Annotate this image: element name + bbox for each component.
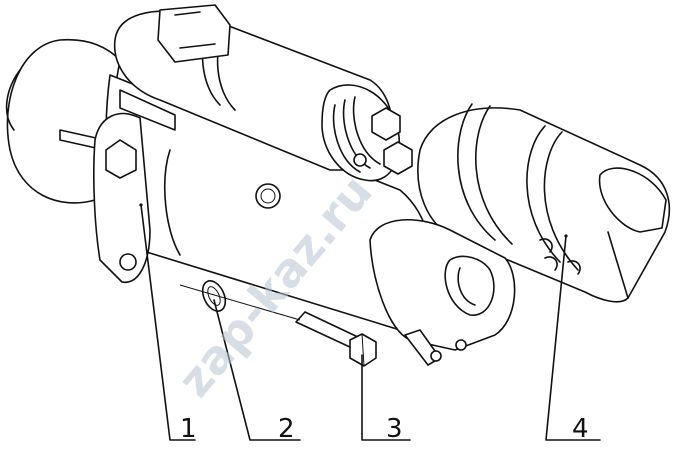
callout-label-3: 3 — [386, 414, 403, 444]
nose-housing — [369, 218, 516, 366]
part-3-bolt — [295, 311, 377, 367]
callout-label-2: 2 — [278, 414, 295, 444]
part-2-washer — [201, 280, 227, 312]
callout-label-4: 4 — [572, 414, 589, 444]
assembly-axis-line — [179, 284, 301, 321]
part-4-drive-housing — [417, 103, 671, 303]
starter-motor-body — [5, 4, 432, 331]
callout-label-1: 1 — [180, 414, 197, 444]
leader-lines — [140, 204, 601, 441]
